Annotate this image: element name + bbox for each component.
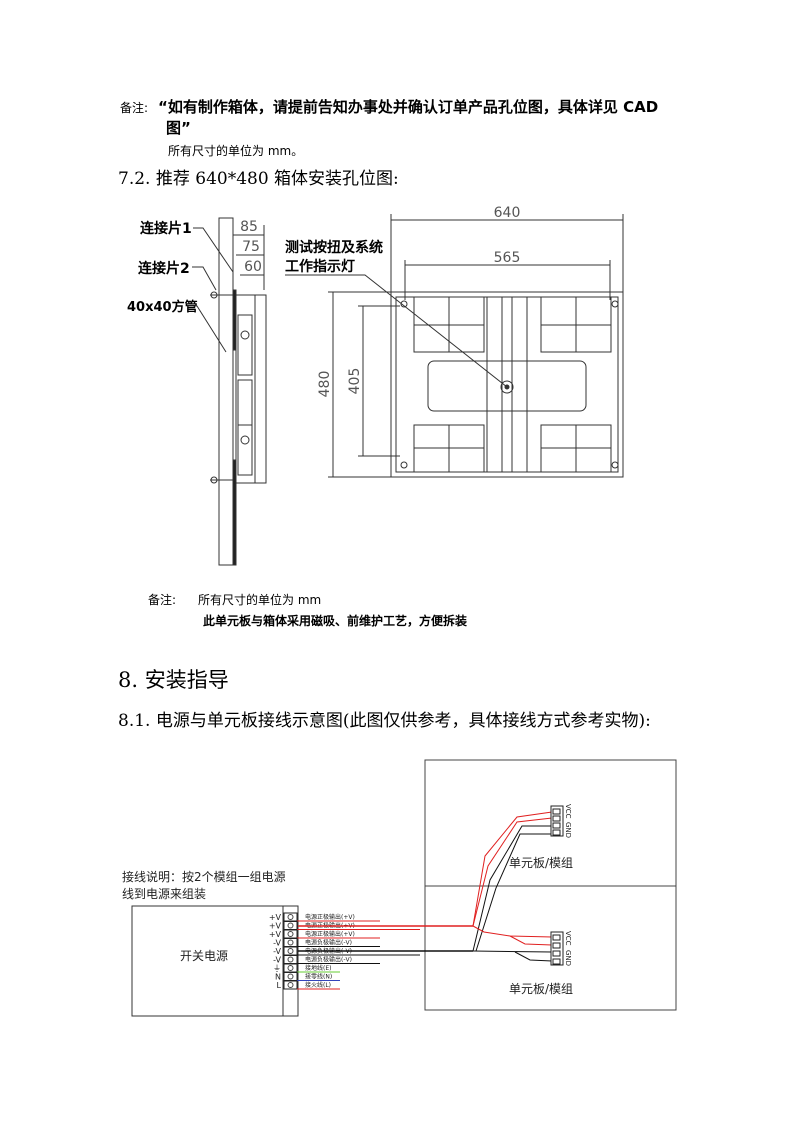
terminal-desc: 接地线(E) bbox=[305, 964, 331, 972]
terminal-screw bbox=[283, 980, 298, 990]
dim-75: 75 bbox=[242, 239, 260, 255]
note-label: 备注: bbox=[120, 101, 149, 115]
front-view: 640 565 480 405 测试按扭及系统 工作指示灯 bbox=[285, 205, 624, 478]
terminal-desc: 电源负极输出(-V) bbox=[305, 956, 352, 964]
dim-85: 85 bbox=[240, 219, 258, 235]
wiring-instructions-2: 线到电源来组装 bbox=[122, 887, 206, 901]
terminal-pin: -V bbox=[273, 956, 281, 965]
module-label-bottom: 单元板/模组 bbox=[509, 982, 573, 996]
module-connector-top: VCC GND bbox=[550, 804, 572, 838]
vcc-label-top: VCC bbox=[564, 804, 572, 819]
terminal-row: N 接零线(N) bbox=[275, 972, 340, 982]
terminal-desc: 电源正极输出(+V) bbox=[305, 930, 355, 938]
terminal-pin: -V bbox=[273, 939, 281, 948]
screw-icon bbox=[287, 914, 294, 920]
gnd-label-bottom: GND bbox=[564, 950, 572, 966]
gnd-label-top: GND bbox=[564, 822, 572, 838]
section-8-1-heading: 8.1. 电源与单元板接线示意图(此图仅供参考，具体接线方式参考实物): bbox=[118, 711, 651, 731]
dim-405: 405 bbox=[347, 368, 363, 395]
vcc-label-bottom: VCC bbox=[564, 931, 572, 946]
screw-icon bbox=[287, 922, 294, 929]
screw-icon bbox=[287, 931, 294, 937]
terminal-pin: L bbox=[277, 981, 282, 990]
label-square-tube: 40x40方管 bbox=[127, 299, 198, 315]
section-8-heading: 8. 安装指导 bbox=[118, 668, 229, 692]
dim-565: 565 bbox=[494, 250, 521, 266]
terminal-row: +V 电源正极输出(+V) bbox=[269, 929, 380, 939]
psu-label: 开关电源 bbox=[180, 949, 228, 963]
screw-icon bbox=[287, 982, 294, 988]
terminal-pin: -V bbox=[273, 947, 281, 956]
terminal-pin: N bbox=[275, 973, 281, 982]
section-7-2-heading: 7.2. 推荐 640*480 箱体安装孔位图: bbox=[118, 169, 399, 189]
screw-icon bbox=[287, 973, 294, 980]
terminal-desc: 电源负极输出(-V) bbox=[305, 939, 352, 947]
note2-units: 所有尺寸的单位为 mm bbox=[198, 593, 322, 607]
callout-line2: 工作指示灯 bbox=[285, 258, 355, 275]
terminal-pin: +V bbox=[269, 913, 282, 922]
dim-640: 640 bbox=[494, 205, 521, 221]
note-bold-line1: “如有制作箱体，请提前告知办事处并确认订单产品孔位图，具体详见 CAD bbox=[158, 98, 659, 116]
terminal-pin: +V bbox=[269, 930, 282, 939]
module-label-top: 单元板/模组 bbox=[509, 856, 573, 870]
screw-icon bbox=[287, 948, 294, 954]
note2-bold: 此单元板与箱体采用磁吸、前维护工艺，方便拆装 bbox=[203, 614, 468, 628]
screw-icon bbox=[287, 956, 294, 963]
terminal-desc: 接火线(L) bbox=[305, 981, 331, 989]
terminal-row: L 接火线(L) bbox=[277, 980, 340, 990]
note-units: 所有尺寸的单位为 mm。 bbox=[168, 144, 304, 158]
label-connector-1: 连接片1 bbox=[140, 220, 192, 237]
label-connector-2: 连接片2 bbox=[138, 260, 190, 277]
module-connector-bottom: VCC GND bbox=[550, 931, 572, 966]
terminal-desc: 电源正极输出(+V) bbox=[305, 913, 355, 921]
terminal-row: -V 电源负极输出(-V) bbox=[273, 938, 380, 948]
dim-60: 60 bbox=[244, 259, 262, 275]
terminal-pin: +V bbox=[269, 922, 282, 931]
terminal-desc: 接零线(N) bbox=[305, 973, 332, 981]
dim-480: 480 bbox=[317, 371, 333, 398]
cabinet-drawing: 85 75 60 连接片1 连接片2 40x40方管 640 565 480 4… bbox=[127, 205, 624, 566]
note-bold-line2: 图” bbox=[166, 119, 191, 137]
side-view: 85 75 60 连接片1 连接片2 40x40方管 bbox=[127, 217, 267, 566]
wiring-instructions-1: 接线说明：按2个模组一组电源 bbox=[122, 869, 286, 884]
terminal-pin: ⏚ bbox=[273, 964, 281, 973]
screw-icon bbox=[287, 965, 294, 971]
terminal-row: -V 电源负极输出(-V) bbox=[273, 955, 380, 965]
terminal-row: +V 电源正极输出(+V) bbox=[269, 912, 380, 922]
screw-icon bbox=[287, 939, 294, 946]
note2-label: 备注: bbox=[148, 593, 177, 607]
callout-line1: 测试按扭及系统 bbox=[285, 239, 383, 256]
